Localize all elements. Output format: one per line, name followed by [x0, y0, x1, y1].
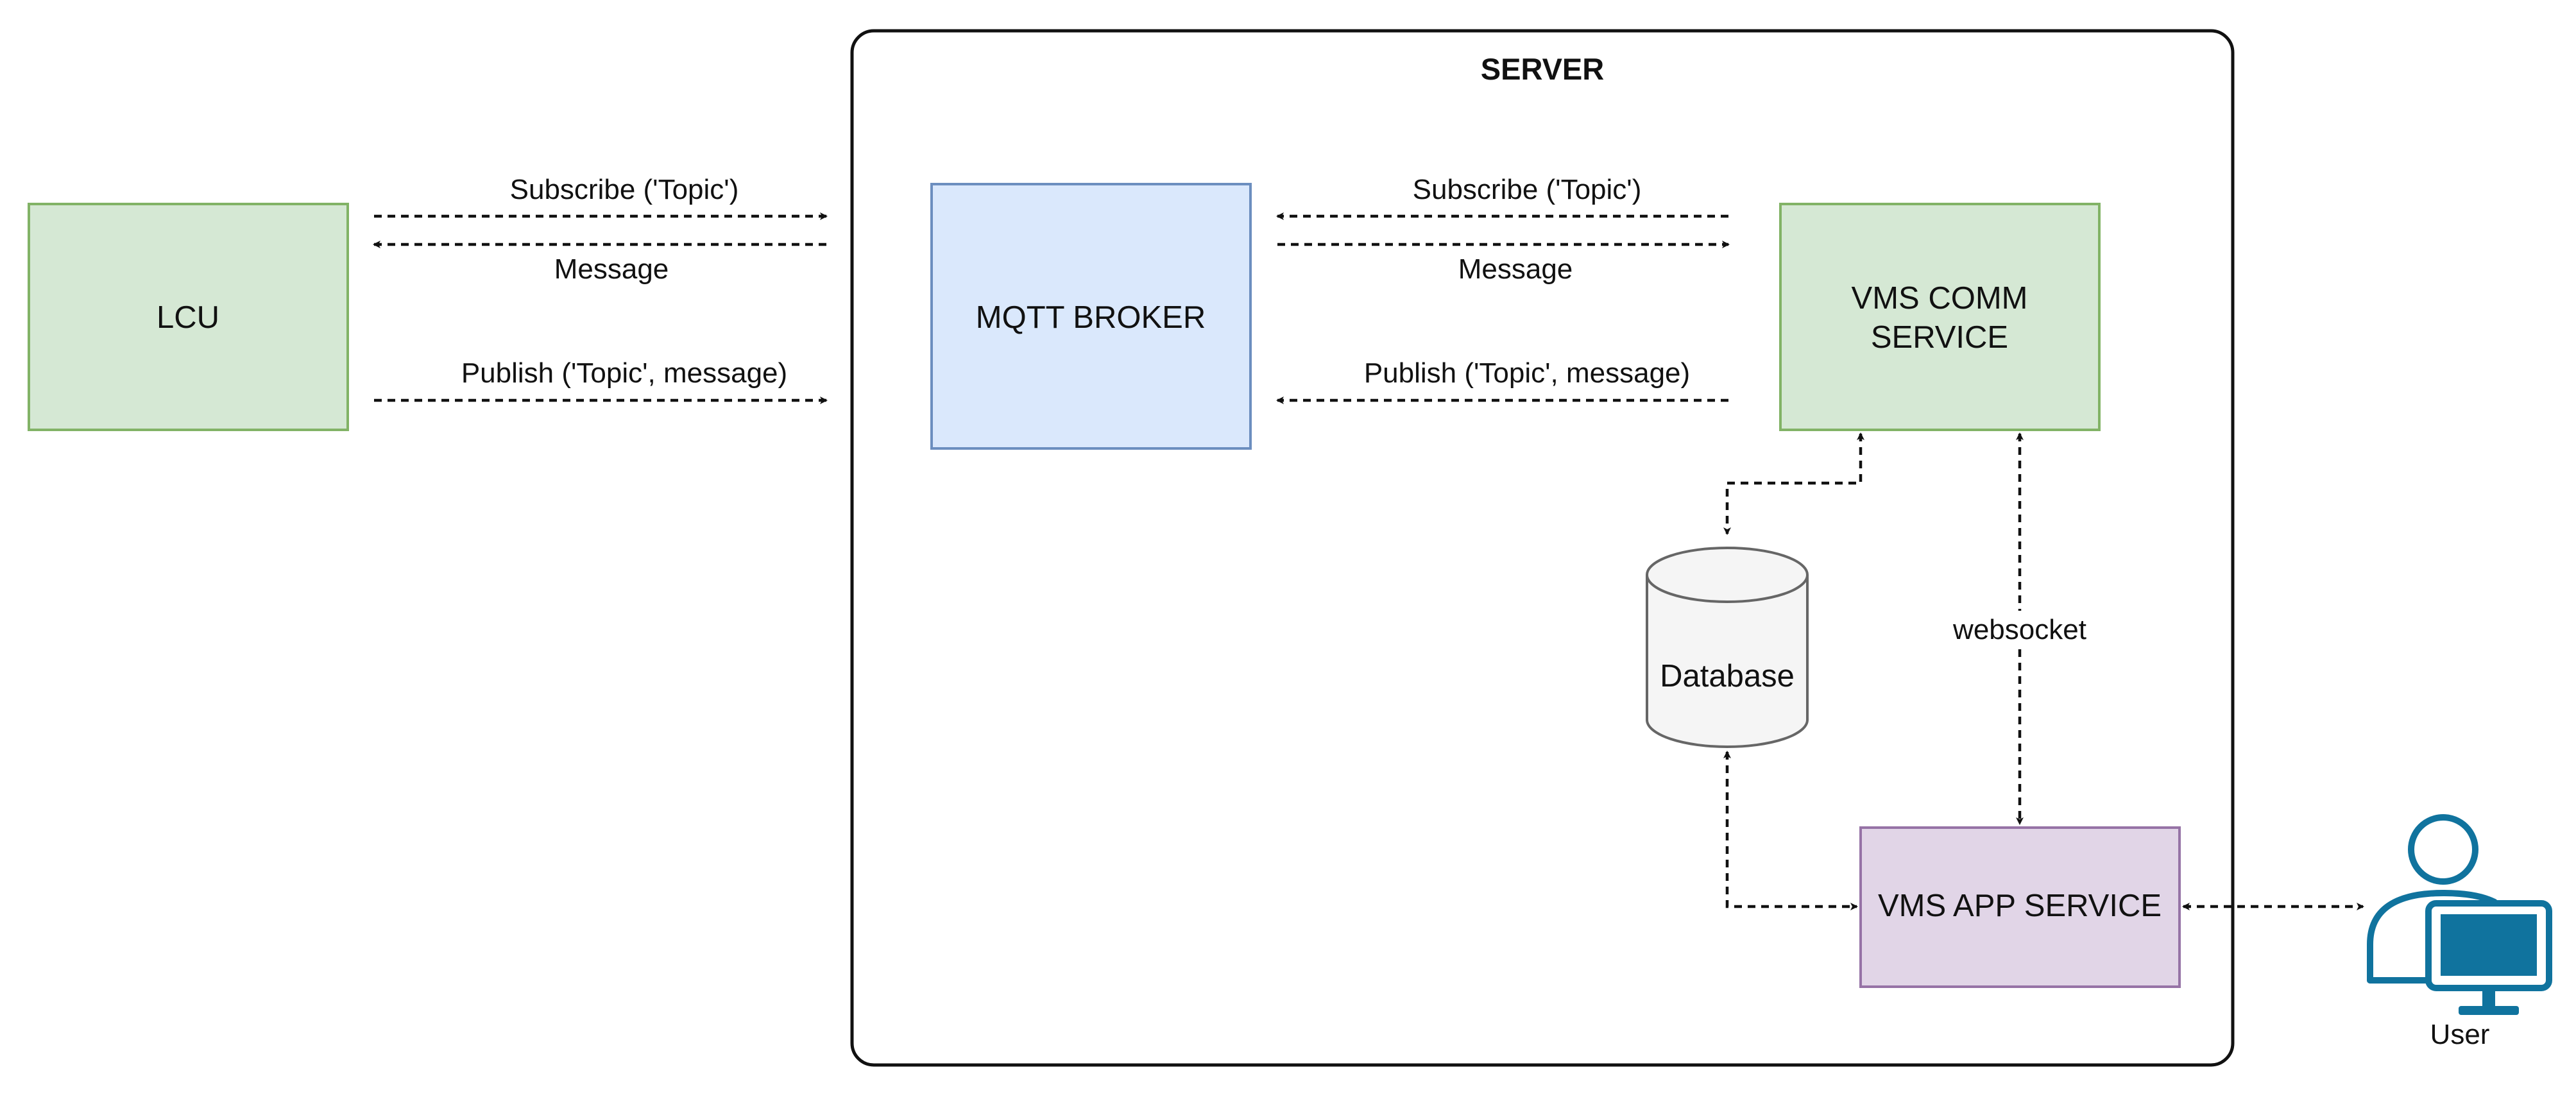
- user-computer-icon: [2367, 814, 2552, 1015]
- database-app-arrow: [1723, 751, 1858, 910]
- lcu-message-label: Message: [554, 253, 669, 285]
- mqtt-broker-node[interactable]: MQTT BROKER: [930, 183, 1252, 450]
- user-label: User: [2430, 1019, 2490, 1050]
- server-title: SERVER: [1481, 52, 1604, 86]
- lcu-publish-label: Publish ('Topic', message): [461, 357, 787, 389]
- broker-comm-connectors: Subscribe ('Topic') Message Publish ('To…: [1276, 174, 1730, 404]
- vms-comm-service-label-line1: VMS COMM: [1852, 281, 2028, 316]
- database-node[interactable]: Database: [1646, 547, 1809, 748]
- server-internal-connectors: websocket: [1723, 432, 2364, 910]
- database-cylinder-top: [1646, 547, 1809, 603]
- lcu-box: [28, 203, 349, 431]
- vms-app-service-label: VMS APP SERVICE: [1878, 889, 2162, 923]
- vms-app-service-box: [1859, 826, 2181, 988]
- mqtt-broker-label: MQTT BROKER: [976, 300, 1206, 335]
- vms-app-service-node[interactable]: VMS APP SERVICE: [1859, 826, 2181, 988]
- websocket-label-bg: [1947, 611, 2093, 648]
- comm-message-label: Message: [1458, 253, 1573, 285]
- comm-database-arrow: [1723, 432, 1864, 535]
- lcu-label: LCU: [157, 300, 219, 335]
- mqtt-broker-box: [930, 183, 1252, 450]
- vms-comm-service-node[interactable]: VMS COMM SERVICE: [1779, 203, 2101, 431]
- database-label: Database: [1660, 659, 1795, 694]
- user-node[interactable]: User: [2367, 814, 2552, 1050]
- comm-subscribe-label: Subscribe ('Topic'): [1413, 174, 1642, 205]
- websocket-label: websocket: [1952, 614, 2086, 645]
- lcu-subscribe-label: Subscribe ('Topic'): [510, 174, 739, 205]
- vms-comm-service-box: [1779, 203, 2101, 431]
- lcu-node[interactable]: LCU: [28, 203, 349, 431]
- vms-comm-service-label-line2: SERVICE: [1871, 320, 2008, 355]
- database-cylinder-body: [1646, 575, 1809, 748]
- comm-publish-label: Publish ('Topic', message): [1364, 357, 1690, 389]
- lcu-broker-connectors: Subscribe ('Topic') Message Publish ('To…: [373, 174, 828, 404]
